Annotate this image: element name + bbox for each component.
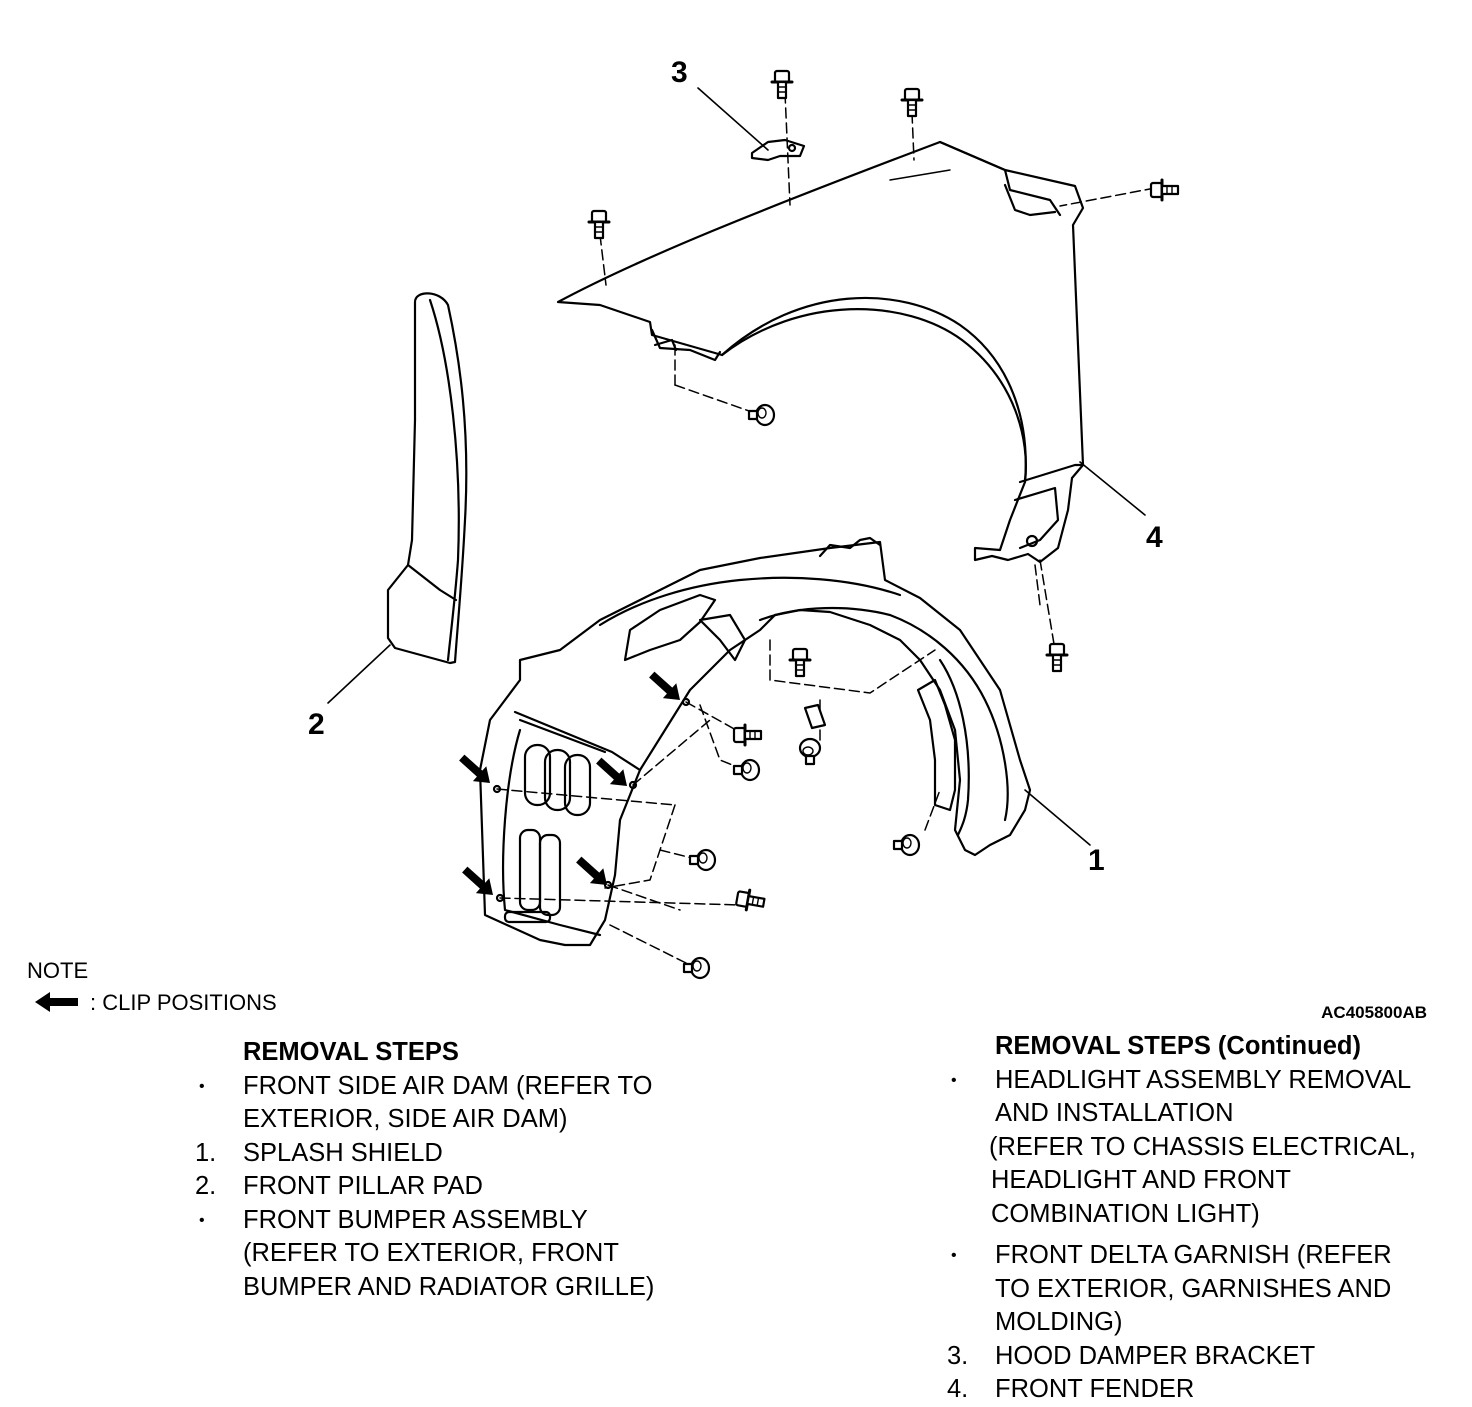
step-text: MOLDING) <box>995 1308 1123 1336</box>
clip-arrow-icon <box>35 992 78 1012</box>
bullet-marker: • <box>199 1077 205 1095</box>
step-number: 3. <box>947 1341 969 1370</box>
step-item: 4. FRONT FENDER <box>947 1373 1416 1407</box>
note-title: NOTE <box>27 958 89 983</box>
removal-steps-heading: REMOVAL STEPS <box>243 1038 459 1066</box>
step-text: FRONT DELTA GARNISH (REFER <box>995 1241 1392 1269</box>
step-text: EXTERIOR, SIDE AIR DAM) <box>243 1105 568 1133</box>
step-item: • HEADLIGHT ASSEMBLY REMOVAL AND INSTALLA… <box>947 1064 1416 1232</box>
clip-icon <box>682 403 921 980</box>
step-item: 3. HOOD DAMPER BRACKET <box>947 1340 1416 1374</box>
step-text: HOOD DAMPER BRACKET <box>995 1341 1316 1370</box>
step-item: • FRONT DELTA GARNISH (REFER TO EXTERIOR,… <box>947 1239 1416 1340</box>
step-item: • FRONT BUMPER ASSEMBLY (REFER TO EXTERIO… <box>195 1204 654 1305</box>
bullet-marker: • <box>951 1071 957 1089</box>
callout-2: 2 <box>308 708 325 741</box>
step-text: BUMPER AND RADIATOR GRILLE) <box>243 1272 655 1301</box>
step-text: SPLASH SHIELD <box>243 1138 443 1167</box>
callout-leader-lines <box>327 87 1146 846</box>
step-text: COMBINATION LIGHT) <box>991 1199 1260 1228</box>
front-pillar-pad <box>386 292 468 665</box>
callout-1: 1 <box>1088 844 1105 877</box>
step-text: AND INSTALLATION <box>995 1099 1234 1127</box>
step-number: 4. <box>947 1375 969 1403</box>
step-text: FRONT SIDE AIR DAM (REFER TO <box>243 1071 653 1100</box>
step-text: HEADLIGHT AND FRONT <box>991 1166 1291 1194</box>
note-legend-text: : CLIP POSITIONS <box>90 990 277 1015</box>
hood-damper-bracket <box>750 138 806 162</box>
removal-steps-left: REMOVAL STEPS • FRONT SIDE AIR DAM (REFE… <box>195 1036 654 1304</box>
front-fender <box>556 140 1085 564</box>
step-text: TO EXTERIOR, GARNISHES AND <box>995 1274 1392 1303</box>
step-text: HEADLIGHT ASSEMBLY REMOVAL <box>995 1065 1412 1094</box>
step-text: FRONT FENDER <box>995 1375 1195 1403</box>
bullet-marker: • <box>199 1211 205 1229</box>
splash-shield <box>478 536 1032 947</box>
step-item: 2. FRONT PILLAR PAD <box>195 1170 654 1204</box>
removal-steps-continued-heading: REMOVAL STEPS (Continued) <box>995 1032 1361 1060</box>
step-text: FRONT PILLAR PAD <box>243 1172 483 1200</box>
removal-steps-right: REMOVAL STEPS (Continued) • HEADLIGHT AS… <box>947 1030 1416 1407</box>
clip-position-arrow-icon <box>459 671 680 895</box>
step-text: FRONT BUMPER ASSEMBLY <box>243 1205 588 1234</box>
exploded-parts-diagram <box>35 69 1180 1012</box>
step-text: (REFER TO CHASSIS ELECTRICAL, <box>989 1132 1416 1161</box>
step-number: 2. <box>195 1172 217 1200</box>
step-text: (REFER TO EXTERIOR, FRONT <box>243 1239 619 1267</box>
callout-3: 3 <box>671 56 688 89</box>
step-item: • FRONT SIDE AIR DAM (REFER TO EXTERIOR, … <box>195 1070 654 1137</box>
step-number: 1. <box>195 1138 217 1167</box>
bullet-marker: • <box>951 1247 957 1264</box>
callout-4: 4 <box>1146 521 1163 554</box>
figure-id: AC405800AB <box>1321 1003 1427 1022</box>
step-item: 1. SPLASH SHIELD <box>195 1137 654 1171</box>
